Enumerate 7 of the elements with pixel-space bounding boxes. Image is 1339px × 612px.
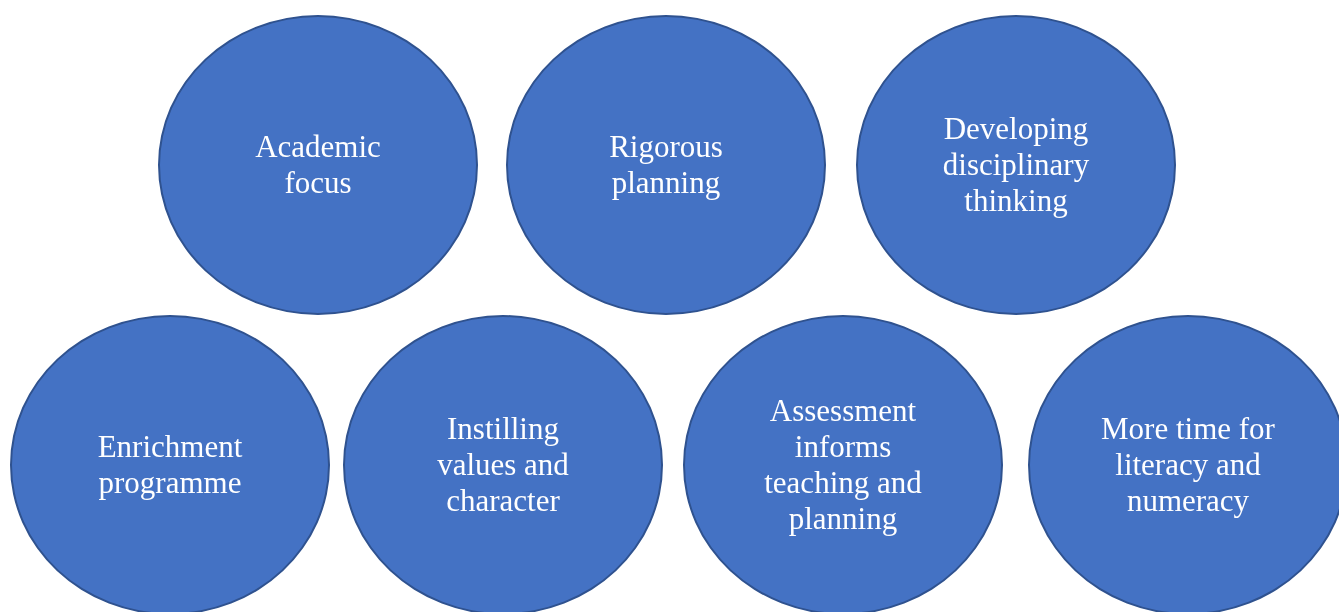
circle-label: Instilling values and character [436,411,570,519]
circle-label: More time for literacy and numeracy [1100,411,1276,519]
circle-label: Developing disciplinary thinking [941,111,1091,219]
circle-label: Academic focus [254,129,382,201]
circle-label: Assessment informs teaching and planning [763,393,923,537]
circle-label: Rigorous planning [608,129,724,201]
circle-label: Enrichment programme [96,429,244,501]
